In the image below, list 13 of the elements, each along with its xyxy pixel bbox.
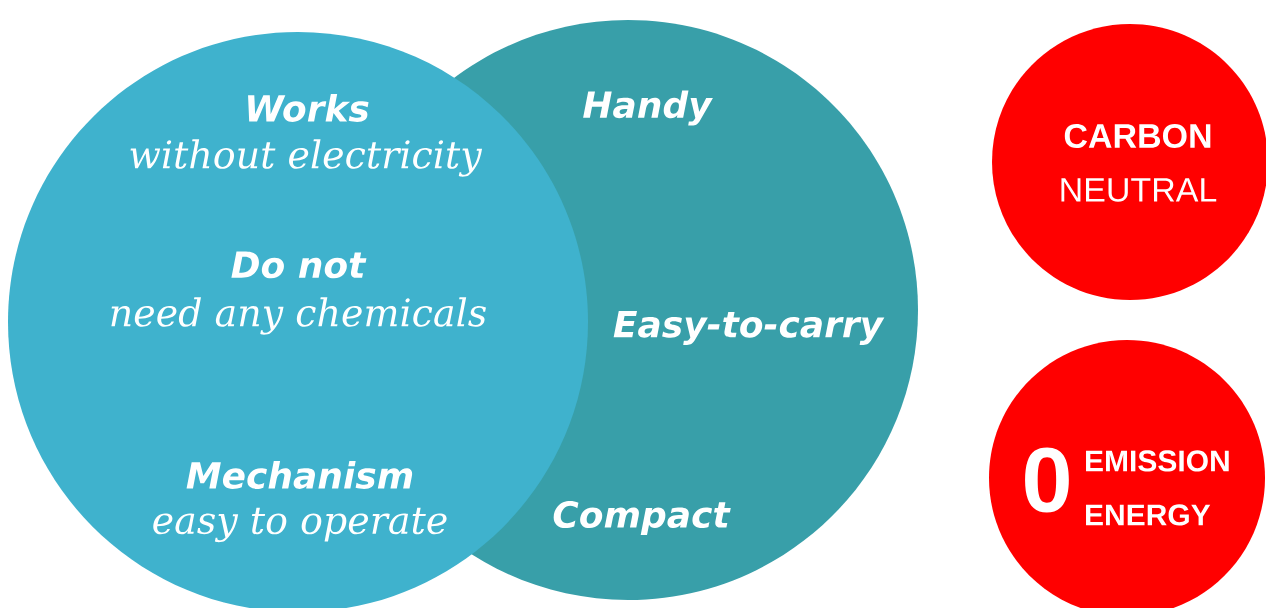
- heading-text: Works: [248, 94, 369, 122]
- body-text: easy to operate: [153, 507, 447, 543]
- badge-text: CARBON: [1064, 123, 1211, 149]
- heading-text: Compact: [553, 500, 731, 536]
- heading-text: Easy-to-carry: [613, 311, 885, 345]
- heading-text: Mechanism: [186, 461, 413, 489]
- badge-text: NEUTRAL: [1061, 178, 1217, 202]
- body-text: need any chemicals: [111, 297, 486, 335]
- heading-text: Do not: [231, 251, 367, 279]
- badge-number: 0: [1025, 447, 1069, 513]
- badge-text: EMISSION ENERGY: [1086, 450, 1229, 526]
- heading-text: Handy: [583, 90, 713, 126]
- body-text: without electricity: [130, 139, 483, 177]
